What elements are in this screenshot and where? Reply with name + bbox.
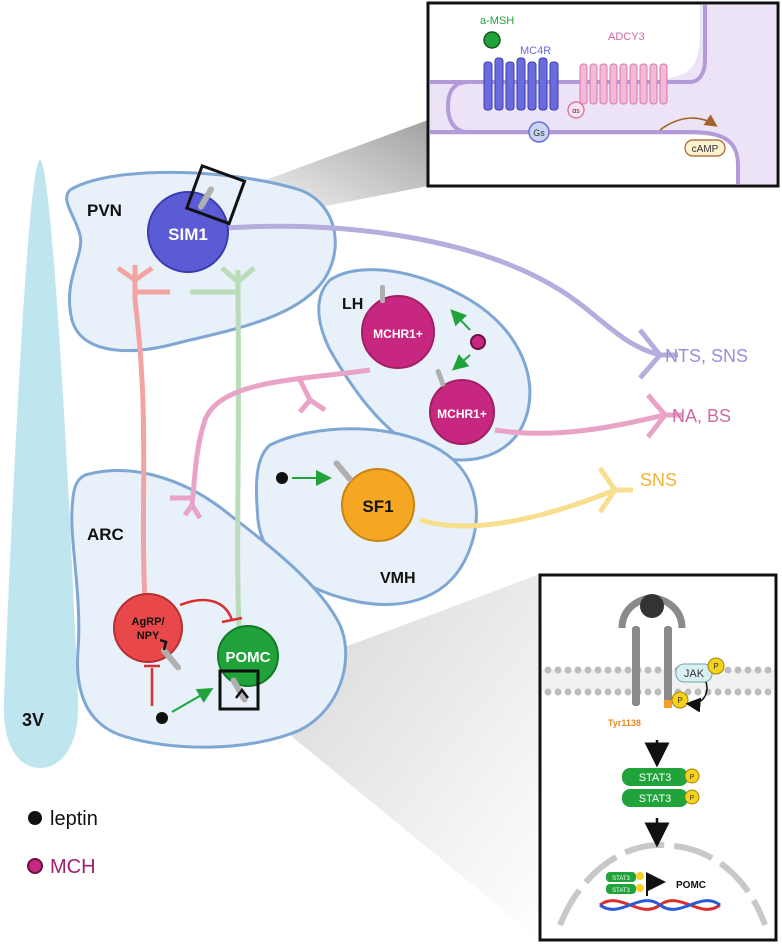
mc4r-label: MC4R: [520, 45, 551, 57]
mchr1-terminal-na: [646, 393, 682, 439]
mchr1-axon-to-arc: [189, 367, 371, 506]
mchr1-a-receptor-icon: [380, 285, 385, 303]
dna-strand-blue: [599, 899, 721, 911]
mchr1-b-label: MCHR1+: [437, 407, 487, 421]
sf1-label: SF1: [362, 497, 393, 516]
camp-label: cAMP: [692, 144, 719, 155]
dna-phospho-bottom-icon: [636, 884, 644, 892]
agrp-terminal: [116, 265, 170, 295]
na-bs-label: NA, BS: [672, 406, 731, 426]
sf1-axon: [419, 487, 616, 529]
sf1-receptor-icon: [333, 460, 353, 482]
stat3-phospho-top-label: P: [690, 774, 695, 781]
inset-bottom: Tyr1138 JAK P P STAT3 STAT3 P P STAT3 ST…: [538, 573, 778, 942]
mchr1-neuron-a: [361, 295, 435, 369]
dna-stat3-bottom-label: STAT3: [612, 888, 630, 894]
arc-label: ARC: [87, 525, 124, 544]
sim1-label: SIM1: [168, 225, 208, 244]
jak-phospho-icon: [707, 657, 725, 675]
sim1-zoom-box: [184, 163, 247, 226]
stat3-top-label: STAT3: [639, 772, 672, 784]
dna-phospho-top-icon: [636, 872, 644, 880]
mc4r-receptor-icon: [483, 57, 559, 111]
jak-phospho-label: P: [713, 662, 718, 671]
sf1-terminal: [597, 466, 633, 514]
jak-label: JAK: [684, 668, 705, 680]
third-ventricle-shape: [3, 160, 79, 768]
pomc-terminal: [190, 266, 256, 295]
dna-gene-label: POMC: [676, 880, 706, 891]
stat3-top: [622, 768, 688, 786]
sf1-leptin-icon: [276, 472, 288, 484]
pomc-axon: [235, 270, 243, 651]
gs-label: Gs: [533, 128, 545, 138]
pomc-label: POMC: [226, 649, 271, 666]
alpha-s-label: αs: [572, 108, 580, 115]
arc-region: [70, 469, 348, 749]
pvn-label: PVN: [87, 201, 122, 220]
dna-stat3-bottom: [606, 884, 636, 894]
lh-label: LH: [342, 296, 363, 313]
arc-leptin-icon: [156, 712, 168, 724]
pomc-receptor-mark: [235, 687, 249, 699]
adcy3-enzyme-icon: [579, 63, 668, 105]
leptin-activates-pomc: [171, 687, 214, 713]
legend-mch-icon: [27, 858, 43, 874]
stat3-bottom: [622, 789, 688, 807]
nts-sns-label: NTS, SNS: [665, 346, 748, 366]
mchr1-b-receptor-icon: [435, 369, 446, 387]
mchr1-terminal-vmh: [297, 378, 327, 414]
mch-ligand-icon: [470, 334, 486, 350]
agrp-neuron: [113, 593, 183, 663]
mchr1-neuron-b: [429, 379, 495, 445]
agrp-axon: [132, 265, 148, 601]
agrp-receptor-mark: [159, 638, 168, 651]
legend-leptin-label: leptin: [50, 808, 98, 830]
stat3-bottom-label: STAT3: [639, 793, 672, 805]
agrp-receptor-icon: [160, 647, 182, 671]
sim1-terminal: [638, 328, 678, 380]
dna-stat3-top: [606, 872, 636, 882]
camp-pill: [684, 139, 726, 157]
legend-mch-label: MCH: [50, 856, 96, 878]
stat3-phospho-bottom-icon: [684, 789, 700, 805]
adcy3-label: ADCY3: [608, 31, 645, 43]
mchr1-axon-to-na: [494, 412, 666, 436]
amsh-icon: [483, 31, 501, 49]
alpha-s-icon: [567, 101, 585, 119]
sim1-receptor-icon: [198, 186, 214, 210]
stat3-phospho-bottom-label: P: [690, 795, 695, 802]
mchr1-a-label: MCHR1+: [373, 327, 423, 341]
vmh-label: VMH: [380, 570, 416, 587]
leptin-receptor-icon: [618, 594, 686, 708]
mch-arrow-b: [451, 354, 471, 371]
mch-arrow-a: [450, 309, 471, 331]
agrp-label-line2: NPY: [137, 630, 160, 642]
agrp-label-line1: AgRP/: [132, 616, 165, 628]
jak-arrow: [685, 681, 708, 713]
sf1-neuron: [341, 468, 415, 542]
sns-label: SNS: [640, 470, 677, 490]
agrp-inhibits-pomc: [179, 598, 234, 621]
legend-leptin-icon: [28, 811, 42, 825]
dna-stat3-top-label: STAT3: [612, 876, 630, 882]
receptor-phospho-label: P: [677, 696, 682, 705]
pomc-zoom-box: [218, 669, 260, 711]
gs-icon: [528, 121, 550, 143]
agrp-inhibit-bar: [221, 616, 243, 624]
sim1-axon: [224, 223, 661, 358]
mchr1-terminal-arc: [170, 495, 203, 520]
stat3-phospho-top-icon: [684, 768, 700, 784]
camp-arrow: [659, 114, 718, 131]
inset-top: a-MSH MC4R Gs ADCY3 αs: [426, 1, 780, 188]
tyr1138-label: Tyr1138: [608, 718, 641, 728]
sim1-neuron: [147, 191, 229, 273]
amsh-label: a-MSH: [480, 15, 514, 27]
pomc-receptor-icon: [230, 677, 248, 703]
transcription-arrow: [646, 872, 666, 896]
third-ventricle-label: 3V: [22, 710, 44, 730]
